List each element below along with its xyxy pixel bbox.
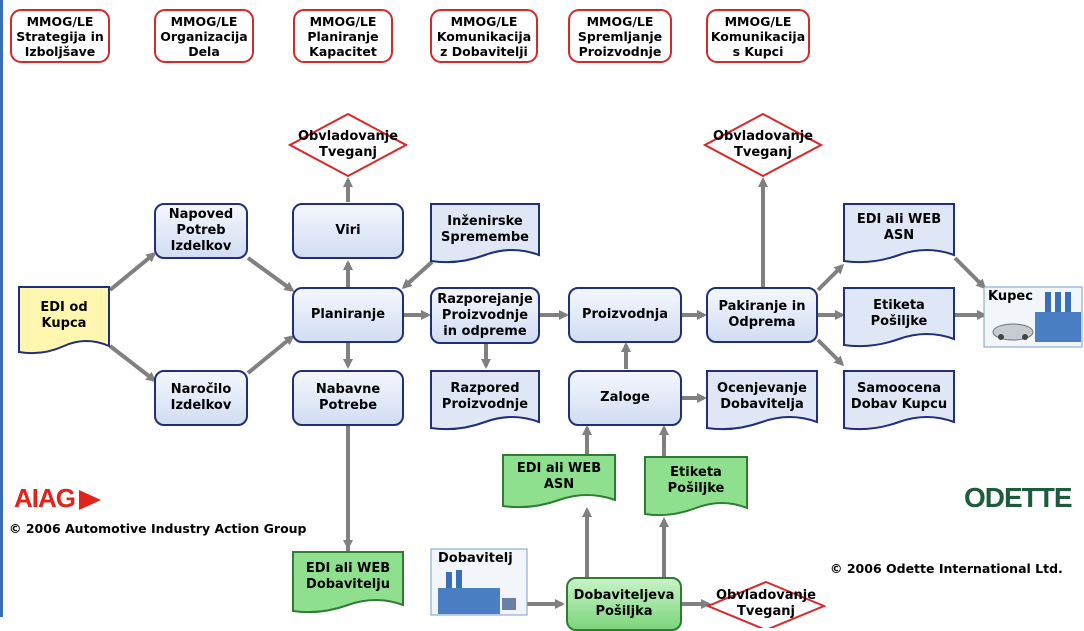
razporejanje-proizvodnje: Razporejanje Proizvodnje in odpreme bbox=[430, 287, 540, 344]
dobaviteljeva-posiljka: Dobaviteljeva Pošiljka bbox=[566, 577, 682, 631]
edi-dobavitelju-label: EDI ali WEB Dobavitelju bbox=[305, 561, 391, 592]
copyright-odette: © 2006 Odette International Ltd. bbox=[830, 561, 1063, 576]
razpored-proizvodnje-label: Razpored Proizvodnje bbox=[441, 381, 529, 412]
pakiranje-in-odprema: Pakiranje in Odprema bbox=[706, 287, 818, 343]
dobavitelj-box bbox=[430, 548, 528, 616]
copyright-aiag: © 2006 Automotive Industry Action Group bbox=[9, 521, 307, 536]
aiag-swoosh-icon bbox=[79, 490, 101, 511]
supplier-factory-icon bbox=[430, 548, 528, 616]
risk-label-bottom: Obvladovanje Tveganj bbox=[715, 588, 817, 619]
planiranje: Planiranje bbox=[292, 287, 404, 343]
header-komunikacija-kupci: MMOG/LE Komunikacija s Kupci bbox=[706, 9, 810, 63]
edi-asn-top-document: EDI ali WEB ASN bbox=[843, 203, 955, 269]
inzenirske-spremembe-label: Inženirske Spremembe bbox=[441, 214, 529, 245]
etiketa-posiljke-top-label: Etiketa Pošiljke bbox=[870, 298, 928, 329]
odette-logo: ODETTE bbox=[964, 482, 1073, 513]
header-strategija: MMOG/LE Strategija in Izboljšave bbox=[10, 9, 110, 63]
napoved-potreb-izdelkov: Napoved Potreb Izdelkov bbox=[154, 203, 248, 259]
risk-label-top-right: Obvladovanje Tveganj bbox=[712, 129, 814, 160]
etiketa-posiljke-bottom-label: Etiketa Pošiljke bbox=[667, 465, 725, 496]
header-komunikacija-dobavitelji: MMOG/LE Komunikacija z Dobavitelji bbox=[430, 9, 538, 63]
ocenjevanje-dobavitelja-label: Ocenjevanje Dobavitelja bbox=[717, 381, 807, 412]
arrow-pakiranje-samoocena bbox=[816, 338, 845, 367]
arrow-inzenirske-planiranje bbox=[401, 260, 434, 289]
narocilo-izdelkov: Naročilo Izdelkov bbox=[154, 370, 248, 426]
zaloge: Zaloge bbox=[568, 370, 682, 426]
risk-label-top-left: Obvladovanje Tveganj bbox=[297, 129, 399, 160]
samoocena-document: Samoocena Dobav Kupcu bbox=[843, 370, 955, 436]
left-border bbox=[0, 0, 3, 617]
edi-asn-bottom-document: EDI ali WEB ASN bbox=[502, 454, 616, 512]
etiketa-posiljke-top-document: Etiketa Pošiljke bbox=[843, 287, 955, 353]
razpored-proizvodnje-document: Razpored Proizvodnje bbox=[430, 370, 540, 436]
arrow-napoved-planiranje bbox=[246, 256, 295, 292]
viri: Viri bbox=[292, 203, 404, 259]
proizvodnja: Proizvodnja bbox=[568, 287, 682, 343]
aiag-logo: AIAG bbox=[14, 483, 101, 514]
samoocena-label: Samoocena Dobav Kupcu bbox=[850, 381, 948, 412]
nabavne-potrebe: Nabavne Potrebe bbox=[292, 370, 404, 426]
edi-dobavitelju-document: EDI ali WEB Dobavitelju bbox=[292, 551, 404, 617]
inzenirske-spremembe-document: Inženirske Spremembe bbox=[430, 203, 540, 269]
header-spremljanje: MMOG/LE Spremljanje Proizvodnje bbox=[568, 9, 672, 63]
dobavitelj-label: Dobavitelj bbox=[438, 551, 513, 566]
edi-od-kupca-document: EDI od Kupca bbox=[18, 286, 110, 360]
arrow-narocilo-planiranje bbox=[246, 335, 295, 375]
etiketa-posiljke-bottom-document: Etiketa Pošiljke bbox=[644, 456, 748, 522]
arrow-pakiranje-asn bbox=[816, 263, 845, 292]
header-organizacija: MMOG/LE Organizacija Dela bbox=[154, 9, 254, 63]
kupec-label: Kupec bbox=[988, 289, 1033, 304]
kupec-box bbox=[983, 286, 1083, 348]
ocenjevanje-dobavitelja-document: Ocenjevanje Dobavitelja bbox=[706, 370, 818, 436]
header-planiranje: MMOG/LE Planiranje Kapacitet bbox=[293, 9, 393, 63]
edi-asn-top-label: EDI ali WEB ASN bbox=[856, 212, 942, 243]
risk-diamond-top-left bbox=[288, 112, 408, 178]
arrow-asn-kupec bbox=[953, 256, 987, 290]
edi-asn-bottom-label: EDI ali WEB ASN bbox=[516, 461, 602, 492]
arrow-edi-napoved bbox=[108, 252, 157, 292]
customer-factory-icon bbox=[983, 286, 1083, 348]
arrow-edi-narocilo bbox=[108, 344, 157, 382]
risk-diamond-top-right bbox=[703, 112, 823, 178]
aiag-logo-text: AIAG bbox=[14, 483, 76, 513]
edi-od-kupca-label: EDI od Kupca bbox=[40, 300, 88, 331]
